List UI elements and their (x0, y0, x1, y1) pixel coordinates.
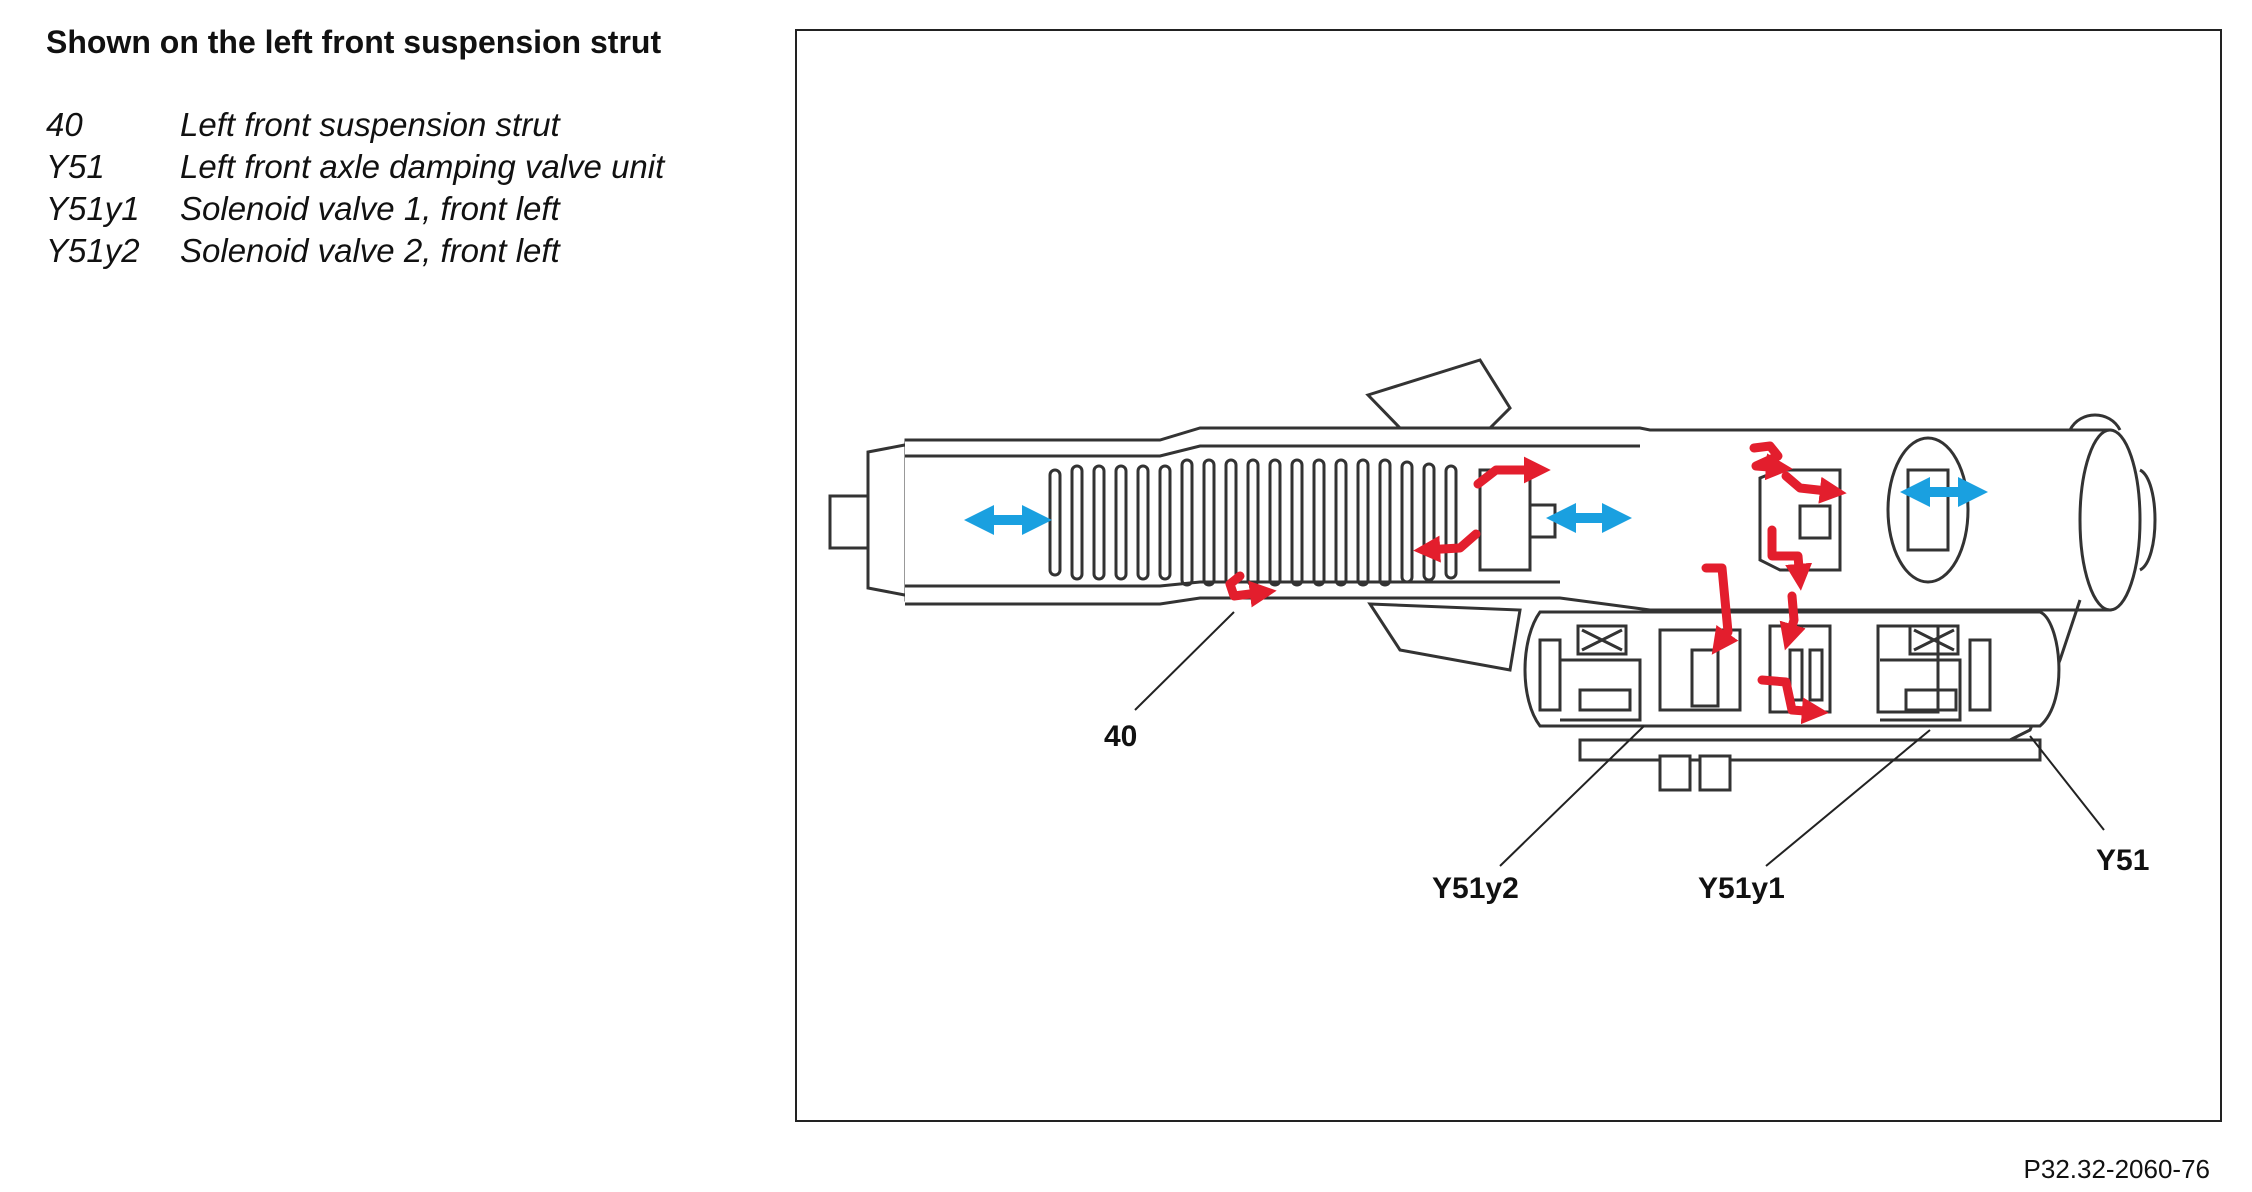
illustration-frame (795, 29, 2222, 1122)
right-end-cap (2078, 428, 2142, 612)
piston (1478, 468, 1532, 572)
flow-arrow (1749, 441, 1793, 481)
damping-valve-unit (1523, 610, 2061, 792)
page-heading: Shown on the left front suspension strut (46, 24, 662, 60)
callout-y51: Y51 (2096, 844, 2150, 877)
callout-y51y2: Y51y2 (1432, 872, 1519, 905)
flow-arrow (1767, 525, 1813, 591)
flow-arrow (1779, 591, 1806, 651)
legend-code: Y51y1 (46, 190, 140, 227)
legend-desc: Left front axle damping valve unit (180, 148, 665, 185)
legend-desc: Solenoid valve 1, front left (180, 190, 560, 227)
legend-code: 40 (46, 106, 83, 143)
flow-arrow (1701, 563, 1739, 655)
legend-code: Y51 (46, 148, 105, 185)
coil-spring (1048, 458, 1458, 587)
flow-arrow (1781, 471, 1847, 504)
flow-arrow (1473, 456, 1551, 489)
legend-desc: Left front suspension strut (180, 106, 560, 143)
flow-arrow (1757, 675, 1829, 725)
separator-piston (1886, 436, 1970, 584)
upper-bracket (1365, 358, 1512, 430)
callout-40: 40 (1104, 720, 1138, 753)
callout-y51y1: Y51y1 (1698, 872, 1785, 905)
flow-arrow (1225, 571, 1277, 608)
lower-bracket (1367, 602, 1522, 672)
figure-reference: P32.32-2060-76 (2023, 1154, 2210, 1184)
legend-desc: Solenoid valve 2, front left (180, 232, 560, 269)
flow-arrow (1413, 529, 1481, 563)
legend-code: Y51y2 (46, 232, 140, 269)
